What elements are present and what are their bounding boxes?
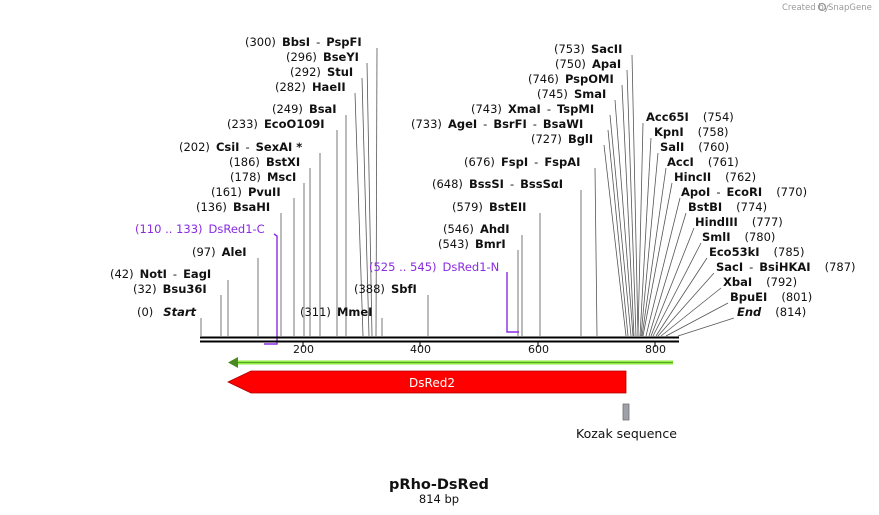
tick-label-200: 200 bbox=[293, 343, 314, 356]
site-label-hindiii[interactable]: HindIII(777) bbox=[695, 215, 783, 229]
site-label-csii[interactable]: (202)CsiI-SexAI * bbox=[179, 140, 302, 154]
feature-dsred2[interactable]: DsRed2 bbox=[227, 370, 627, 394]
axis-ticks: 200 400 600 800 bbox=[293, 341, 666, 356]
site-label-mmei[interactable]: (311)MmeI bbox=[300, 305, 372, 319]
site-label-hincii[interactable]: HincII(762) bbox=[674, 170, 756, 184]
site-label-pvuii[interactable]: (161)PvuII bbox=[211, 185, 281, 199]
primer-dsred1-c[interactable] bbox=[264, 233, 278, 345]
tick-label-800: 800 bbox=[645, 343, 666, 356]
site-label-bmri[interactable]: (543)BmrI bbox=[438, 237, 506, 251]
site-label-sacii[interactable]: (753)SacII bbox=[554, 42, 622, 56]
site-label-end[interactable]: End(814) bbox=[737, 305, 806, 319]
site-label-bseyi[interactable]: (296)BseYI bbox=[286, 50, 359, 64]
snapgene-logo-icon bbox=[817, 2, 827, 12]
primer-label-dsred1-n[interactable]: (525 .. 545)DsRed1-N bbox=[369, 260, 499, 274]
site-label-bstbi[interactable]: BstBI(774) bbox=[688, 200, 767, 214]
primer-arrow-icon bbox=[506, 272, 519, 333]
site-label-apai[interactable]: (750)ApaI bbox=[555, 57, 621, 71]
site-label-fspi[interactable]: (676)FspI-FspAI bbox=[464, 155, 580, 169]
feature-arrow-icon bbox=[227, 370, 627, 394]
site-label-sali[interactable]: SalI(760) bbox=[660, 140, 729, 154]
feature-kozak-label: Kozak sequence bbox=[576, 426, 677, 441]
brand-created-by: Created by bbox=[782, 3, 829, 13]
site-label-bsteii[interactable]: (579)BstEII bbox=[452, 200, 526, 214]
site-label-eco53ki[interactable]: Eco53kI(785) bbox=[709, 245, 804, 259]
site-label-smai[interactable]: (745)SmaI bbox=[537, 87, 606, 101]
site-label-bsssi[interactable]: (648)BssSI-BssSαI bbox=[432, 177, 563, 191]
site-label-stui[interactable]: (292)StuI bbox=[290, 65, 353, 79]
arrow-left-icon bbox=[228, 357, 238, 368]
site-label-ecoo109i[interactable]: (233)EcoO109I bbox=[227, 117, 325, 131]
site-labels: (300)BbsI-PspFI (296)BseYI (292)StuI (28… bbox=[110, 35, 856, 319]
site-label-acci[interactable]: AccI(761) bbox=[667, 155, 739, 169]
site-label-kpni[interactable]: KpnI(758) bbox=[654, 125, 729, 139]
site-label-bsu36i[interactable]: (32)Bsu36I bbox=[133, 282, 207, 296]
site-label-bsahi[interactable]: (136)BsaHI bbox=[196, 200, 270, 214]
primer-label-dsred1-c[interactable]: (110 .. 133)DsRed1-C bbox=[135, 222, 265, 236]
site-label-bsai[interactable]: (249)BsaI bbox=[272, 102, 337, 116]
orf-arrow[interactable] bbox=[228, 357, 673, 368]
site-label-bbsi[interactable]: (300)BbsI-PspFI bbox=[245, 35, 362, 49]
sequence-backbone bbox=[200, 336, 679, 343]
site-label-haeii[interactable]: (282)HaeII bbox=[275, 80, 346, 94]
feature-kozak[interactable]: Kozak sequence bbox=[576, 403, 677, 441]
site-label-noti[interactable]: (42)NotI-EagI bbox=[110, 267, 211, 281]
primer-arrow-icon bbox=[264, 233, 278, 345]
brand-app: SnapGene bbox=[828, 3, 872, 13]
site-label-alei[interactable]: (97)AleI bbox=[192, 245, 247, 259]
plasmid-title: pRho-DsRed bbox=[389, 477, 489, 493]
site-connector-lines bbox=[200, 47, 735, 337]
site-label-xbai[interactable]: XbaI(792) bbox=[723, 275, 797, 289]
site-label-sbfi[interactable]: (388)SbfI bbox=[354, 282, 417, 296]
site-label-bstxi[interactable]: (186)BstXI bbox=[229, 155, 300, 169]
site-label-acc65i[interactable]: Acc65I(754) bbox=[646, 110, 734, 124]
primer-dsred1-n[interactable] bbox=[506, 272, 519, 333]
snapgene-brand: Created by SnapGene bbox=[782, 2, 872, 13]
site-label-ahdi[interactable]: (546)AhdI bbox=[443, 222, 510, 236]
tick-label-400: 400 bbox=[410, 343, 431, 356]
site-label-agei[interactable]: (733)AgeI-BsrFI-BsaWI bbox=[411, 117, 583, 131]
tick-label-600: 600 bbox=[528, 343, 549, 356]
site-label-xmai[interactable]: (743)XmaI-TspMI bbox=[471, 102, 594, 116]
site-label-saci[interactable]: SacI-BsiHKAI(787) bbox=[716, 260, 856, 274]
feature-dsred2-label: DsRed2 bbox=[409, 376, 455, 390]
plasmid-size: 814 bp bbox=[419, 492, 459, 506]
site-label-msci[interactable]: (178)MscI bbox=[230, 170, 296, 184]
site-label-bgli[interactable]: (727)BglI bbox=[531, 132, 593, 146]
site-label-apoi[interactable]: ApoI-EcoRI(770) bbox=[681, 185, 807, 199]
site-label-psppomi[interactable]: (746)PspOMI bbox=[528, 72, 614, 86]
kozak-box-icon bbox=[622, 403, 630, 421]
site-label-start[interactable]: (0)Start bbox=[137, 305, 197, 319]
site-label-smli[interactable]: SmlI(780) bbox=[702, 230, 775, 244]
site-label-bpuei[interactable]: BpuEI(801) bbox=[730, 290, 812, 304]
